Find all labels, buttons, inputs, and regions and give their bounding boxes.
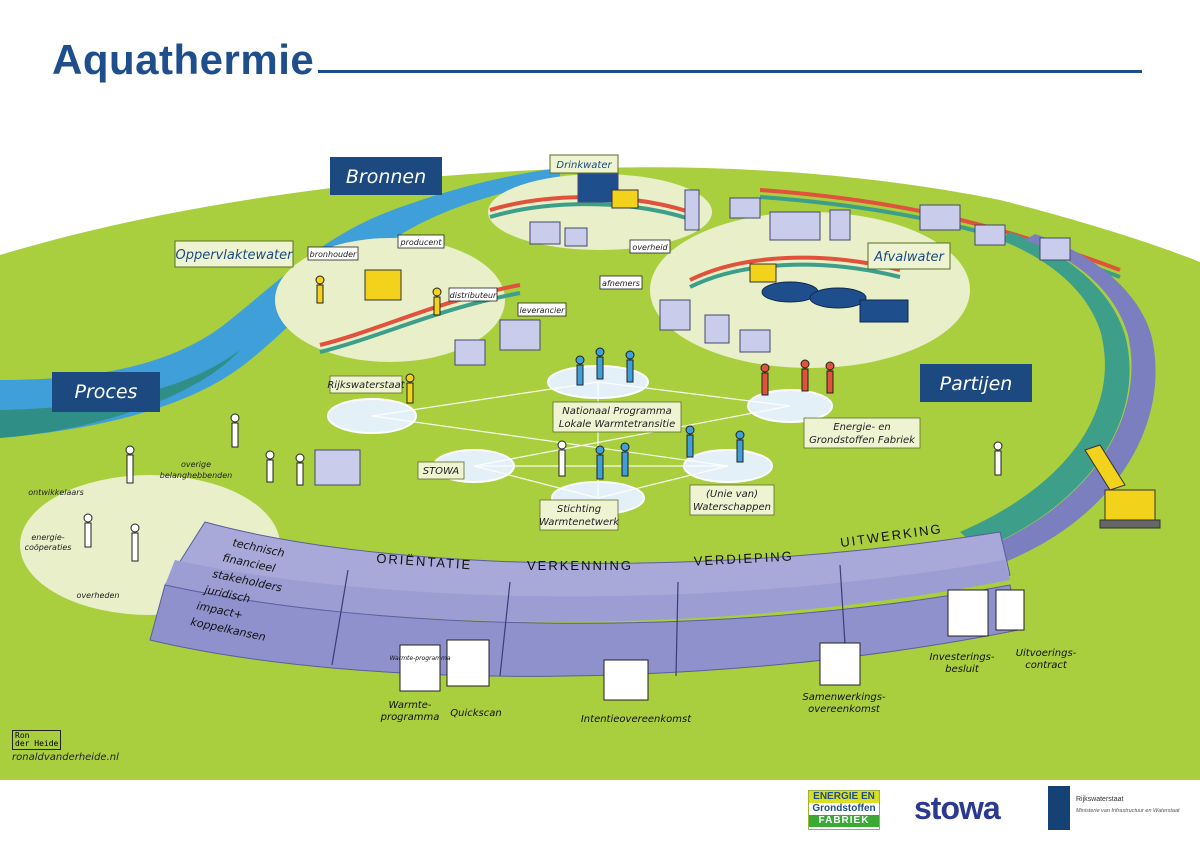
egf-logo-line3: FABRIEK [809, 815, 879, 827]
stakeholder-overige-line1: overige [181, 460, 211, 469]
process-track [149, 521, 1019, 677]
doc-uitvoering-line2: contract [1025, 660, 1068, 671]
wastewater-tanks [761, 281, 909, 323]
badge-proces: Proces [52, 372, 160, 412]
label-oppervlaktewater: Oppervlaktewater [174, 240, 294, 268]
label-oppervlaktewater-text: Oppervlaktewater [175, 248, 294, 263]
badge-partijen: Partijen [920, 364, 1032, 402]
role-overheid: overheid [632, 243, 668, 252]
excavator [1084, 444, 1161, 529]
doc-intentieovereenkomst: Intentieovereenkomst [581, 714, 692, 725]
label-drinkwater: Drinkwater [549, 154, 619, 174]
people [83, 275, 1003, 562]
document-icons [399, 589, 1025, 701]
doc-warmteprogramma-line1: Warmte- [388, 700, 431, 711]
egf-logo-line2: Grondstoffen [812, 803, 876, 814]
doc-investering-line1: Investerings- [929, 652, 994, 663]
role-leverancier: leverancier [520, 306, 566, 315]
installations [364, 189, 777, 301]
artist-url[interactable]: ronaldvanderheide.nl [12, 752, 119, 763]
egf-logo-line1: ENERGIE EN [809, 791, 879, 803]
role-afnemers: afnemers [602, 279, 640, 288]
doc-quickscan: Quickscan [450, 708, 501, 719]
stowa-logo: stowa [914, 790, 1001, 826]
party-egf-line2: Grondstoffen Fabriek [809, 435, 916, 446]
party-nationaal-line2: Lokale Warmtetransitie [559, 419, 675, 430]
signature-line2: der Heide [15, 739, 59, 748]
footer [0, 780, 1200, 848]
party-rijkswaterstaat: Rijkswaterstaat [327, 380, 405, 391]
buildings [314, 171, 1071, 486]
badge-bronnen-label: Bronnen [346, 166, 426, 188]
doc-samenwerking-line2: overeenkomst [808, 704, 881, 715]
doc-warmteprogramma-line2: programma [380, 712, 440, 723]
label-afvalwater: Afvalwater [867, 242, 951, 270]
crest-icon [1048, 786, 1070, 830]
doc-investering-line2: besluit [945, 664, 980, 675]
label-afvalwater-text: Afvalwater [873, 250, 945, 265]
rws-name: Rijkswaterstaat [1076, 796, 1124, 803]
doc-card-warmteprogramma: Warmte-programma [389, 655, 450, 662]
party-stichting-line1: Stichting [557, 504, 601, 515]
label-drinkwater-text: Drinkwater [556, 160, 612, 171]
phase-label: VERKENNING [527, 558, 633, 573]
party-egf-line1: Energie- en [833, 422, 890, 433]
party-unie-line1: (Unie van) [706, 489, 758, 500]
stakeholder-energie-line1: energie- [31, 533, 64, 542]
party-unie-line2: Waterschappen [693, 502, 771, 513]
aquathermie-illustration: Bronnen Proces Partijen Oppervlaktewater… [0, 154, 1200, 780]
role-bronhouder: bronhouder [310, 250, 357, 259]
title-rule [318, 70, 1142, 73]
rws-ministry: Ministerie van Infrastructuur en Waterst… [1076, 808, 1180, 814]
phase-label: ORIËNTATIE [376, 551, 473, 573]
party-nationaal-line1: Nationaal Programma [562, 406, 671, 417]
artist-signature: Ron der Heide [12, 730, 62, 751]
signature-line1: Ron [15, 731, 30, 740]
signature-mark: Ron der Heide [12, 730, 62, 750]
party-stowa: STOWA [423, 466, 460, 477]
role-distributeur: distributeur [450, 291, 497, 300]
role-producent: producent [400, 238, 443, 247]
stakeholder-overheden: overheden [77, 591, 120, 600]
stakeholder-energie-line2: coöperaties [25, 543, 72, 552]
badge-bronnen: Bronnen [330, 157, 442, 195]
page-title: Aquathermie [52, 36, 315, 83]
phase-label: VERDIEPING [693, 548, 794, 568]
stakeholder-overige-line2: belanghebbenden [160, 471, 232, 480]
outer-ring-teal [960, 232, 1130, 550]
rijkswaterstaat-logo: Rijkswaterstaat Ministerie van Infrastru… [1048, 786, 1188, 830]
badge-partijen-label: Partijen [940, 373, 1013, 395]
stakeholder-ontwikkelaars: ontwikkelaars [28, 488, 84, 497]
river-shade [0, 350, 240, 438]
doc-samenwerking-line1: Samenwerkings- [802, 692, 886, 703]
egf-logo: ENERGIE EN Grondstoffen FABRIEK [808, 790, 880, 830]
badge-proces-label: Proces [75, 381, 138, 403]
partner-network [371, 381, 791, 499]
doc-uitvoering-line1: Uitvoerings- [1016, 648, 1077, 659]
party-stichting-line2: Warmtenetwerk [539, 517, 620, 528]
